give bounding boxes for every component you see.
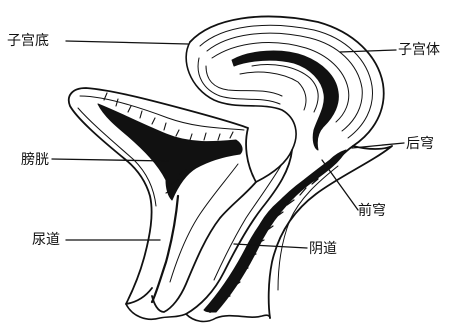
anterior-fornix-leader xyxy=(322,160,358,210)
label-vagina: 阴道 xyxy=(309,241,337,257)
vagina xyxy=(186,146,392,321)
label-bladder: 膀胱 xyxy=(21,152,49,168)
uterus-wall-line xyxy=(207,33,362,131)
label-urethra: 尿道 xyxy=(32,232,60,248)
uterus-wall-line xyxy=(206,66,282,96)
label-uterine-body: 子宫体 xyxy=(398,42,440,58)
label-posterior-fornix: 后穹 xyxy=(406,136,434,152)
vagina-bottom xyxy=(186,314,270,321)
vagina-leader xyxy=(234,244,307,248)
label-uterine-fundus: 子宫底 xyxy=(7,33,49,49)
posterior-fornix-leader xyxy=(352,143,404,148)
urethral-lumen xyxy=(152,196,178,302)
bladder-leader xyxy=(52,159,168,161)
label-anterior-fornix: 前穹 xyxy=(358,203,386,219)
urethra-wall xyxy=(152,182,256,312)
fundus-leader xyxy=(66,41,188,44)
vagina-anterior-wall xyxy=(186,150,292,314)
uterus xyxy=(186,16,384,312)
